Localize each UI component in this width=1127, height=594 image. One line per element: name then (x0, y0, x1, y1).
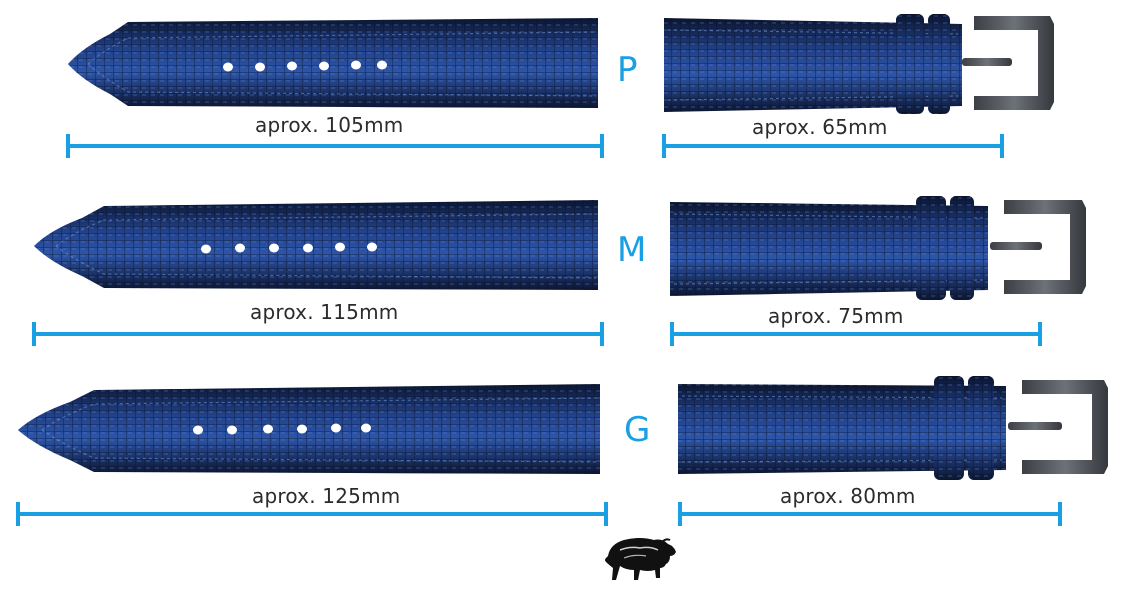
size-letter-p: P (617, 50, 638, 90)
short-measure-line-p (662, 134, 1004, 158)
long-length-label-m: aprox. 115mm (250, 300, 399, 324)
long-strap-g (18, 384, 600, 474)
long-measure-line-p (66, 134, 604, 158)
short-strap-p (664, 14, 1054, 114)
long-measure-line-m (32, 322, 604, 346)
long-length-label-p: aprox. 105mm (255, 113, 404, 137)
long-length-label-g: aprox. 125mm (252, 484, 401, 508)
long-measure-line-g (16, 502, 608, 526)
long-strap-p (68, 18, 598, 108)
short-length-label-m: aprox. 75mm (768, 304, 904, 328)
size-letter-m: M (617, 230, 647, 270)
short-measure-line-g (678, 502, 1062, 526)
long-strap-m (34, 200, 598, 290)
size-letter-g: G (624, 410, 651, 450)
short-length-label-p: aprox. 65mm (752, 115, 888, 139)
bison-icon (605, 538, 676, 580)
short-strap-m (670, 196, 1086, 300)
short-strap-g (678, 376, 1108, 480)
short-length-label-g: aprox. 80mm (780, 484, 916, 508)
short-measure-line-m (670, 322, 1042, 346)
